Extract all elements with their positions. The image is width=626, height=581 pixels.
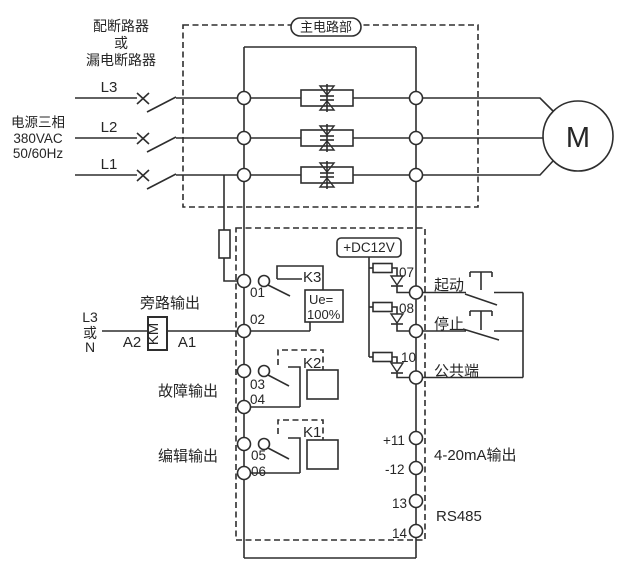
source-note-line1: 电源三相 [11, 115, 65, 130]
label-fault-output: 故障输出 [158, 382, 218, 400]
input-branch-08 [369, 301, 410, 332]
terminal-04 [236, 399, 252, 415]
input-branch-10 [369, 351, 410, 379]
label-phase-l1: L1 [101, 156, 118, 173]
dc12v-supply [336, 237, 402, 357]
start-button [422, 271, 523, 306]
relay-k3-output [250, 265, 344, 332]
terminal-plus11 [408, 430, 424, 446]
terminal-01 [236, 273, 252, 289]
output-terminals [236, 273, 271, 481]
label-terminal-10: 10 [401, 350, 416, 365]
label-start: 起动 [434, 277, 464, 294]
label-terminal-07: 07 [399, 265, 414, 280]
power-junctions [236, 90, 424, 183]
terminal-14 [408, 523, 424, 539]
label-relay-k3: K3 [303, 269, 321, 286]
label-phase-l3: L3 [101, 79, 118, 96]
label-bypass-output: 旁路输出 [140, 295, 200, 312]
label-dc12v: +DC12V [343, 240, 394, 255]
label-stop: 停止 [434, 316, 464, 333]
label-relay-k2: K2 [303, 355, 321, 372]
label-terminal-02: 02 [250, 312, 265, 327]
terminal-10 [408, 370, 424, 385]
terminal-minus12 [408, 460, 424, 476]
main-circuit-title: 主电路部 [290, 17, 362, 37]
thyristor-module-l2 [300, 124, 354, 152]
label-common: 公共端 [434, 363, 479, 380]
terminal-03 [236, 363, 252, 379]
label-rs485: RS485 [436, 508, 482, 525]
contact-pole-k2 [257, 364, 271, 378]
km-labels: L3 或 N A2 A1 KM [82, 309, 196, 355]
relay-k1-linkage [277, 419, 324, 440]
km-contactor-branch [102, 316, 238, 351]
breaker-note-line3: 漏电断路器 [86, 52, 156, 68]
label-terminal-minus12: -12 [385, 462, 405, 477]
motor-label: M [566, 122, 590, 154]
button-common-wiring [422, 292, 524, 379]
label-terminal-14: 14 [392, 526, 408, 541]
main-circuit-title-label: 主电路部 [300, 20, 352, 35]
terminal-08 [408, 323, 424, 339]
breaker-note: 配断路器 或 漏电断路器 [86, 18, 156, 68]
label-terminal-01: 01 [250, 285, 265, 300]
km-src-line3: N [85, 339, 95, 355]
contact-pole-k1 [257, 437, 271, 451]
terminal-07 [408, 285, 424, 300]
km-src-line2: 或 [83, 325, 97, 341]
phase-l3-row [75, 92, 410, 113]
label-relay-k1: K1 [303, 424, 321, 441]
input-terminals [408, 285, 424, 539]
label-terminal-04: 04 [250, 392, 266, 407]
km-coil-label: KM [145, 323, 162, 346]
km-a1-label: A1 [178, 334, 196, 351]
label-analog-output: 4-20mA输出 [434, 447, 517, 464]
terminal-05 [236, 436, 252, 452]
relay-k2-linkage [277, 349, 324, 370]
label-terminal-05: 05 [251, 448, 266, 463]
label-terminal-13: 13 [392, 496, 407, 511]
resistor-tap [218, 175, 238, 282]
terminal-13 [408, 493, 424, 509]
input-branch-07 [369, 262, 410, 294]
contact-pole-k3 [257, 274, 271, 288]
label-terminal-plus11: +11 [383, 433, 405, 448]
label-terminal-06: 06 [251, 464, 266, 479]
breaker-note-line2: 或 [114, 35, 128, 51]
label-ue-line1: Ue= [309, 292, 333, 307]
label-terminal-08: 08 [399, 301, 414, 316]
terminal-06 [236, 465, 252, 481]
terminal-02 [236, 323, 252, 339]
relay-k2-output [250, 366, 339, 408]
km-a2-label: A2 [123, 334, 141, 351]
source-note-line3: 50/60Hz [13, 146, 64, 161]
motor-wiring [422, 97, 554, 176]
km-src-line1: L3 [82, 309, 98, 325]
label-terminal-03: 03 [250, 377, 265, 392]
breaker-note-line1: 配断路器 [93, 18, 149, 34]
control-circuit-enclosure [235, 227, 426, 541]
label-ue-line2: 100% [307, 307, 341, 322]
motor: M [542, 100, 614, 172]
label-program-output: 编辑输出 [158, 448, 218, 465]
thyristor-module-l1 [300, 161, 354, 189]
thyristor-module-l3 [300, 84, 354, 112]
label-phase-l2: L2 [101, 119, 118, 136]
stop-button [422, 310, 523, 341]
source-note-line2: 380VAC [13, 131, 63, 146]
relay-k1-output [250, 437, 339, 474]
source-note: 电源三相 380VAC 50/60Hz [11, 115, 65, 161]
